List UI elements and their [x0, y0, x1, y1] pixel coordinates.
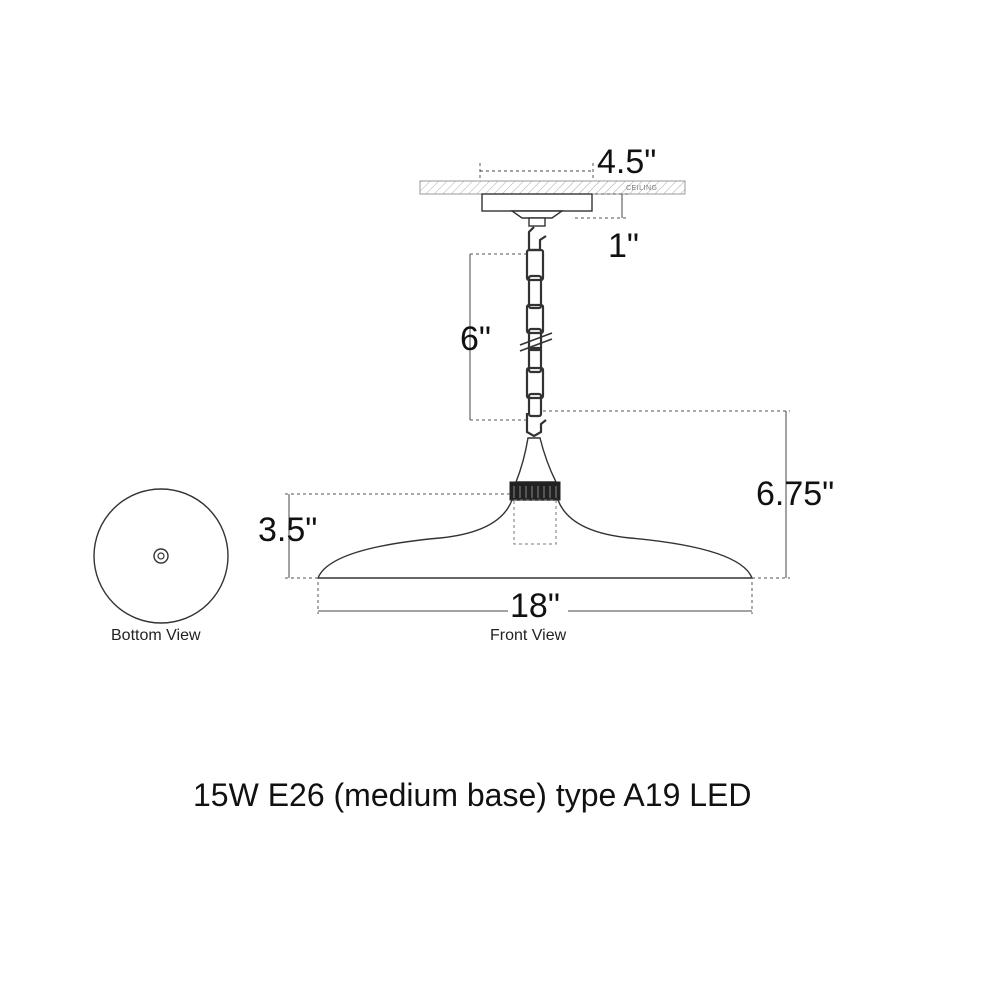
- bottom-view-label: Bottom View: [111, 627, 201, 644]
- dimension-shade-height: 3.5": [258, 493, 512, 579]
- front-view-label: Front View: [490, 627, 567, 644]
- chain: [519, 226, 553, 438]
- dimension-chain-length: 6": [460, 253, 526, 421]
- dimension-shade-width: 18": [317, 582, 753, 625]
- dimension-overall-height: 6.75": [543, 410, 834, 579]
- canopy-width-label: 4.5": [597, 143, 656, 181]
- ceiling-label: CEILING: [626, 185, 658, 192]
- shade-width-label: 18": [510, 587, 560, 625]
- overall-height-label: 6.75": [756, 475, 834, 513]
- shade-height-label: 3.5": [258, 511, 317, 549]
- chain-length-label: 6": [460, 320, 491, 358]
- bulb-spec: 15W E26 (medium base) type A19 LED: [193, 777, 752, 813]
- dimension-canopy-width: 4.5": [479, 143, 656, 181]
- bottom-view: Bottom View: [93, 488, 229, 644]
- pendant-shade: [316, 437, 754, 579]
- ceiling: CEILING: [419, 180, 686, 195]
- canopy-depth-label: 1": [608, 227, 639, 265]
- dimension-canopy-depth: 1": [575, 193, 639, 265]
- canopy: [481, 193, 593, 227]
